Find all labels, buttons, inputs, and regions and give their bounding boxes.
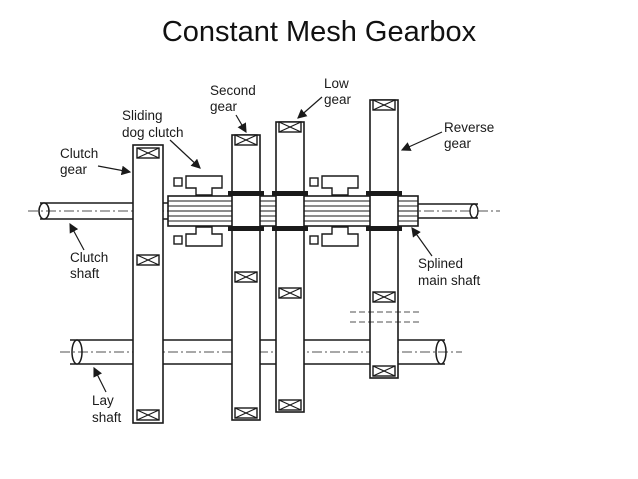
label-reverse-gear: Reverse gear [444, 120, 494, 151]
svg-text:gear: gear [444, 136, 472, 151]
label-sliding-dog-clutch: Sliding dog clutch [122, 108, 184, 140]
label-second-gear: Second gear [210, 83, 256, 114]
page-title: Constant Mesh Gearbox [161, 16, 477, 48]
svg-text:Second: Second [210, 83, 256, 98]
svg-text:shaft: shaft [92, 410, 122, 425]
sliding-dog-clutch-2 [309, 175, 359, 247]
svg-text:gear: gear [210, 99, 238, 114]
svg-text:dog clutch: dog clutch [122, 125, 184, 140]
label-clutch-gear: Clutch gear [60, 146, 98, 177]
svg-text:Reverse: Reverse [444, 120, 494, 135]
low-gear [272, 121, 308, 413]
second-gear [228, 134, 264, 421]
svg-text:Low: Low [324, 76, 349, 91]
sliding-dog-clutch-1 [173, 175, 223, 247]
svg-text:Lay: Lay [92, 393, 114, 408]
label-low-gear: Low gear [324, 76, 352, 107]
svg-text:gear: gear [324, 92, 352, 107]
label-lay-shaft: Lay shaft [92, 393, 122, 425]
lay-shaft [60, 339, 462, 365]
svg-text:Clutch: Clutch [60, 146, 98, 161]
svg-text:Sliding: Sliding [122, 108, 163, 123]
svg-text:Clutch: Clutch [70, 250, 108, 265]
label-clutch-shaft: Clutch shaft [70, 250, 108, 281]
label-splined-main-shaft: Splined main shaft [418, 256, 481, 288]
clutch-gear [132, 144, 164, 424]
svg-text:gear: gear [60, 162, 88, 177]
svg-text:Splined: Splined [418, 256, 463, 271]
svg-text:main shaft: main shaft [418, 273, 481, 288]
svg-text:shaft: shaft [70, 266, 100, 281]
reverse-gear [350, 99, 420, 379]
